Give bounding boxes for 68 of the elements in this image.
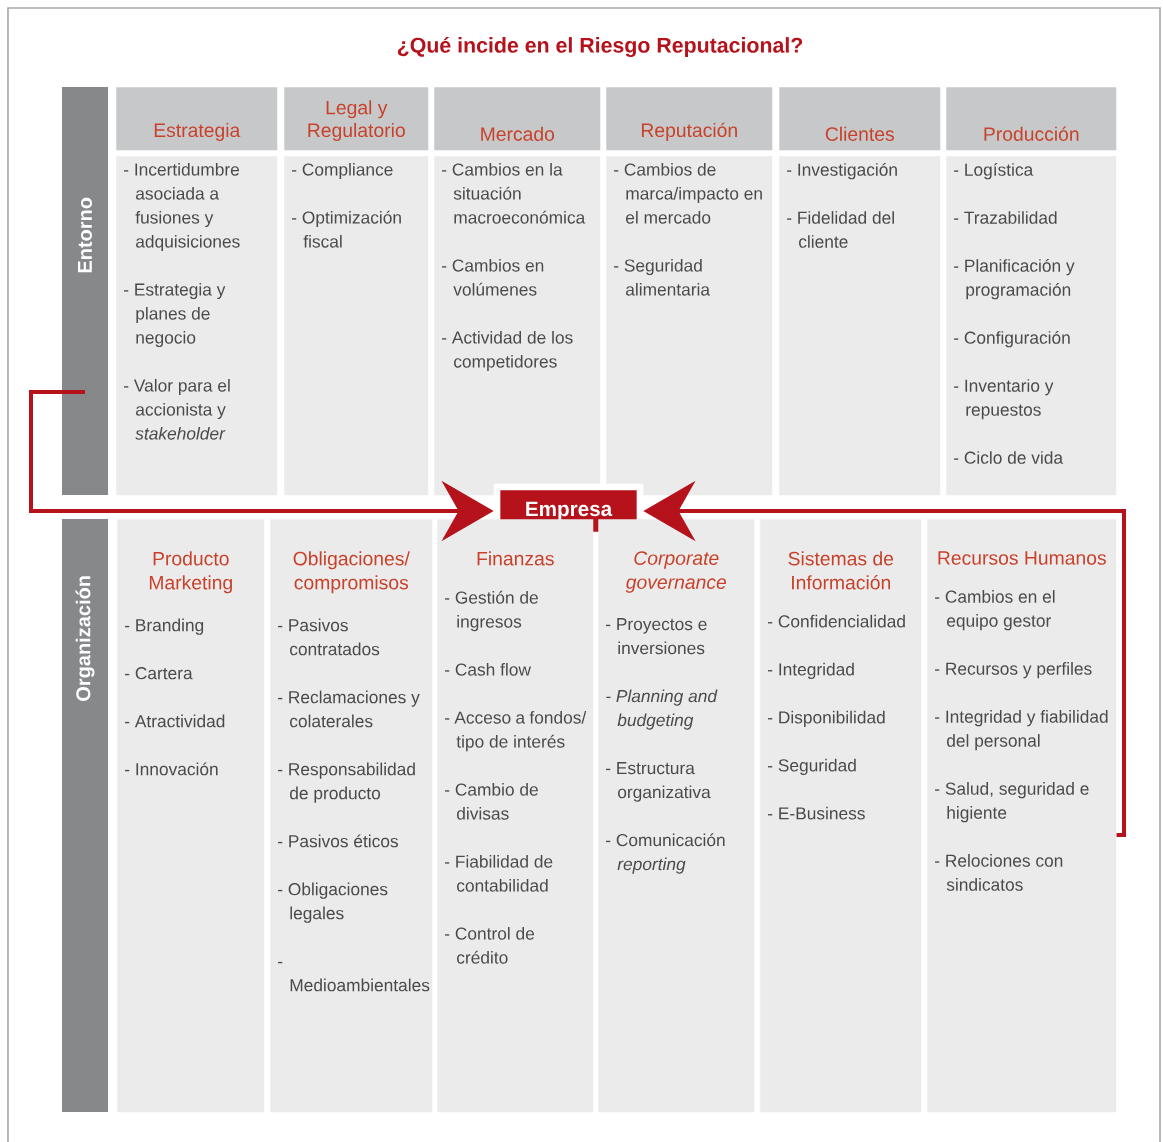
list-item: - Incertidumbre asociada a fusiones y adquisiciones [124,162,240,252]
list-item: - E-Business [768,806,865,820]
list-item: - Proyectos e inversiones [606,618,707,655]
header-cell: Estrategia [116,87,278,151]
column-heading: Producto Marketing [149,551,232,594]
list-item: - Inventario y repuestos [954,379,1054,420]
column-heading: Obligaciones/ compromisos [293,551,410,594]
list-item: - Valor para el accionista y stakeholder [124,378,230,440]
list-item: - Salud, seguridad e higiente [935,782,1089,823]
list-item: - Seguridad [768,758,856,775]
list-item: - Ciclo de vida [954,451,1064,464]
column-cell [598,519,755,1113]
list-item: - Actividad de los competidores [442,330,573,372]
list-item: - Logística [954,162,1034,180]
list-item: - Planificación y programación [954,258,1075,300]
list-item: - Comunicación reporting [606,833,725,874]
column-heading: Finanzas [477,551,554,566]
list-item: - Compliance [292,162,393,180]
list-item: - Investigación [787,162,897,180]
column-heading: Sistemas de Información [788,551,894,590]
list-item: - Integridad [768,662,854,679]
list-item: - Atractividad [125,714,225,728]
column-cell [434,156,601,496]
side-band: Entorno [62,87,108,495]
header-cell: Reputación [606,87,773,151]
list-item: - Relociones con sindicatos [935,854,1063,891]
header-cell: Producción [946,87,1117,151]
column-cell [606,156,773,496]
column-cell [437,519,594,1113]
list-item: - Innovación [125,762,218,776]
list-item: - Reclamaciones y colaterales [278,690,420,728]
list-item: - Planning and budgeting [606,689,718,730]
list-item: - Seguridad alimentaria [614,258,711,296]
list-item: - Cambios de marca/impacto en el mercado [614,162,762,224]
list-item: - Estrategia y planes de negocio [124,282,226,348]
column-cell [927,519,1117,1113]
list-item: - Fidelidad del cliente [787,211,894,248]
column-heading: Corporate governance [625,551,727,593]
list-item: - Integridad y fiabilidad del personal [935,710,1108,751]
column-heading: Recursos Humanos [938,551,1106,565]
list-item: - Medioambientales [278,961,430,992]
list-item: - Optimización fiscal [292,210,401,248]
list-item: - Confidencialidad [768,614,905,628]
list-item: - Gestión de ingresos [445,590,538,632]
title: ¿Qué incide en el Riesgo Reputacional? [397,36,803,58]
list-item: - Cambio de divisas [445,783,538,820]
list-item: - Cambios en volúmenes [442,258,544,296]
side-band: Organización [62,519,108,1112]
list-item: - Cambios en el equipo gestor [935,590,1055,631]
list-item: - Pasivos éticos [278,834,398,848]
list-item: - Cash flow [445,663,531,676]
list-item: - Control de crédito [445,927,535,964]
list-item: - Pasivos contratados [278,618,380,656]
header-cell: Clientes [779,87,941,151]
list-item: - Cambios en la situación macroeconómica [442,162,586,224]
list-item: - Responsabilidad de producto [278,762,415,803]
list-item: - Obligaciones legales [278,882,388,923]
list-item: - Estructura organizativa [606,762,711,802]
header-cell: Mercado [434,87,601,151]
list-item: - Disponibilidad [768,710,885,727]
list-item: - Trazabilidad [954,211,1057,224]
list-item: - Cartera [125,667,193,680]
list-item: - Branding [125,618,204,635]
list-item: - Acceso a fondos/ tipo de interés [445,711,587,752]
list-item: - Fiabilidad de contabilidad [445,855,553,892]
list-item: - Recursos y perfiles [935,662,1092,679]
header-cell: Legal y Regulatorio [284,87,429,151]
list-item: - Configuración [954,330,1070,348]
